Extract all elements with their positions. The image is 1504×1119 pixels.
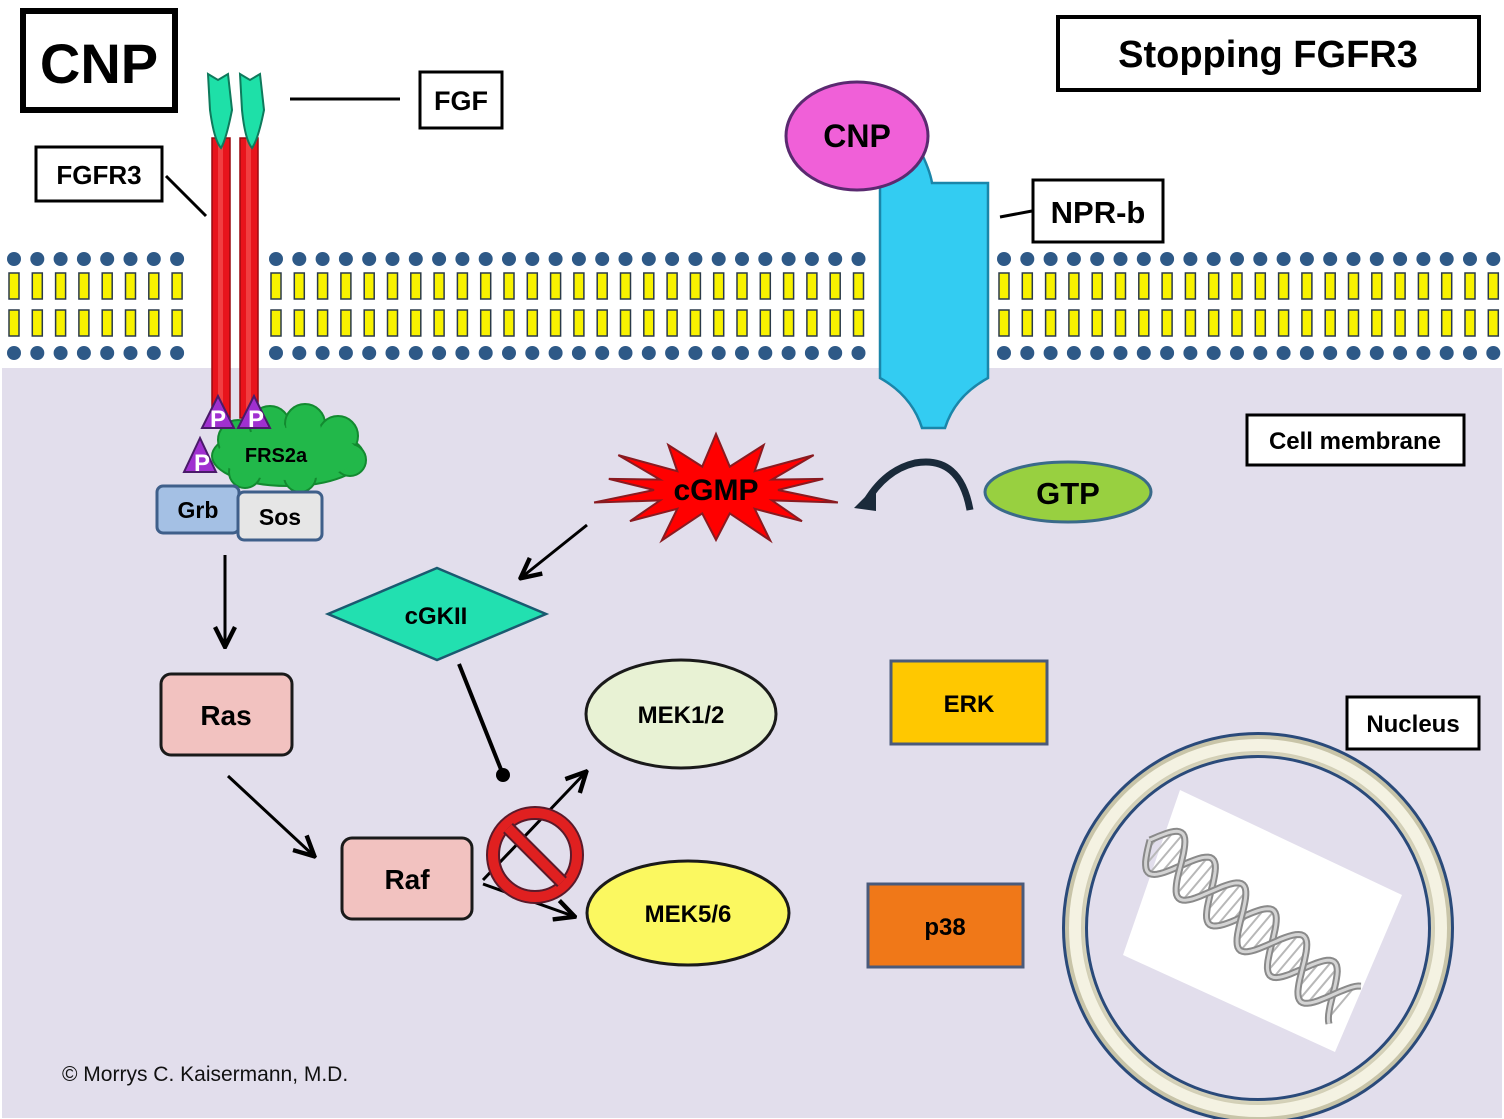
fgfr3-receptor bbox=[211, 137, 259, 419]
cnp-ligand-label: CNP bbox=[823, 118, 891, 154]
cell-membrane-bilayer bbox=[7, 252, 1501, 360]
cgmp-label: cGMP bbox=[673, 474, 758, 507]
grb-label: Grb bbox=[178, 497, 219, 523]
curved-arrow-icon bbox=[862, 458, 974, 511]
fgf-label-box bbox=[418, 70, 504, 130]
erk-label: ERK bbox=[944, 691, 995, 718]
npr-b-label-box bbox=[1031, 178, 1165, 244]
copyright-text: © Morrys C. Kaisermann, M.D. bbox=[62, 1063, 348, 1086]
npr-b-leader-line bbox=[999, 209, 1033, 219]
title-box bbox=[20, 8, 178, 113]
svg-text:P: P bbox=[210, 406, 226, 433]
cell-membrane-label: Cell membrane bbox=[1269, 428, 1441, 455]
mek56-node bbox=[585, 859, 791, 967]
gtp-label: GTP bbox=[1036, 476, 1100, 511]
arrow-ras-to-raf bbox=[226, 774, 313, 855]
raf-node bbox=[340, 836, 474, 921]
dna-helix-icon bbox=[1123, 790, 1402, 1052]
p38-node bbox=[866, 882, 1025, 969]
sos-node bbox=[236, 490, 324, 542]
fgf-label: FGF bbox=[434, 86, 488, 116]
fgfr3-label: FGFR3 bbox=[56, 160, 141, 190]
fgfr3-label-box bbox=[34, 145, 164, 203]
svg-text:P: P bbox=[194, 450, 210, 477]
sos-label: Sos bbox=[259, 504, 301, 530]
p38-label: p38 bbox=[924, 914, 965, 941]
gtp-node bbox=[983, 460, 1153, 524]
ras-node bbox=[159, 672, 294, 757]
no-entry-icon bbox=[486, 806, 584, 904]
phosphate-group: P bbox=[182, 435, 218, 477]
phosphate-group: P bbox=[200, 393, 236, 433]
cgkii-label: cGKII bbox=[405, 603, 468, 630]
fgf-ligand bbox=[206, 72, 266, 150]
inhibition-end-dot bbox=[496, 768, 510, 782]
svg-text:P: P bbox=[248, 406, 264, 433]
mek56-label: MEK5/6 bbox=[645, 901, 732, 928]
raf-label: Raf bbox=[384, 864, 430, 895]
mek12-node bbox=[584, 658, 778, 770]
cgkii-inhibition-line bbox=[457, 663, 504, 773]
erk-node bbox=[889, 659, 1049, 746]
arrow-cgmp-to-cgkii bbox=[522, 523, 588, 577]
mek12-label: MEK1/2 bbox=[638, 702, 725, 729]
header-box bbox=[1056, 15, 1481, 92]
cgkii-node bbox=[324, 566, 550, 662]
nucleus-label-box bbox=[1345, 695, 1481, 751]
curved-arrow-head bbox=[854, 486, 876, 511]
nucleus bbox=[1062, 732, 1454, 1119]
cell-membrane-label-box bbox=[1245, 413, 1466, 467]
cnp-ligand bbox=[784, 80, 930, 192]
cgmp-burst bbox=[593, 431, 839, 544]
frs2a-label: FRS2a bbox=[245, 445, 308, 467]
npr-b-receptor bbox=[878, 144, 990, 430]
npr-b-label: NPR-b bbox=[1051, 195, 1146, 230]
fgfr3-leader-line bbox=[164, 174, 208, 218]
ras-label: Ras bbox=[200, 700, 251, 731]
phosphate-group: P bbox=[236, 393, 272, 433]
title-text: CNP bbox=[40, 32, 158, 95]
header-text: Stopping FGFR3 bbox=[1118, 34, 1418, 76]
nucleus-label: Nucleus bbox=[1366, 711, 1459, 738]
